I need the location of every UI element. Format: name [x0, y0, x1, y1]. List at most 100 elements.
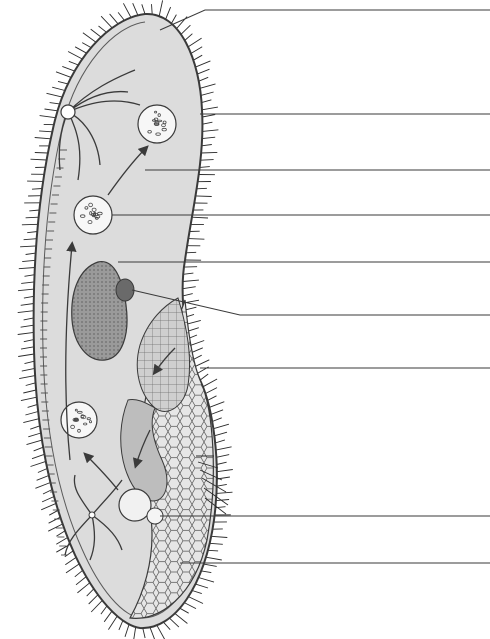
cilium: [196, 584, 209, 588]
cilium: [202, 137, 215, 138]
cilium: [68, 52, 82, 60]
food-vacuole-middle: [74, 196, 112, 234]
cilium: [211, 410, 223, 415]
cilium: [29, 210, 39, 211]
cilium: [50, 103, 60, 104]
cilium: [52, 87, 65, 90]
cilium: [205, 388, 217, 394]
cilium: [192, 217, 208, 218]
cilium: [191, 47, 202, 54]
cilium: [45, 109, 58, 111]
cilium: [35, 153, 48, 154]
cilium: [47, 93, 63, 97]
cilium: [35, 138, 51, 139]
cilium: [76, 577, 86, 585]
cilium: [199, 77, 208, 81]
cilium: [192, 591, 202, 594]
cilium: [196, 61, 211, 67]
cilium: [217, 470, 233, 472]
cilium: [197, 69, 209, 74]
cilium: [21, 282, 34, 284]
cilium: [23, 390, 36, 393]
cilium: [201, 160, 214, 161]
cilium: [26, 253, 36, 254]
cilium: [183, 287, 196, 289]
cilium: [207, 396, 216, 401]
cilium: [157, 625, 165, 639]
cilium: [69, 61, 79, 65]
cilium: [123, 3, 131, 17]
cilium: [110, 14, 119, 24]
cilium: [41, 503, 56, 509]
cilium: [18, 289, 34, 291]
cilium: [217, 462, 227, 464]
cilium: [166, 7, 171, 19]
cilium: [202, 122, 212, 124]
cilium: [30, 426, 40, 429]
cilium: [196, 196, 212, 197]
cilium: [213, 424, 229, 429]
cilium: [91, 600, 102, 612]
cilium: [169, 618, 179, 627]
cilium: [143, 628, 145, 638]
cilium: [193, 55, 202, 60]
cilium: [202, 130, 218, 132]
micronucleus: [116, 279, 134, 301]
cilium: [188, 38, 202, 47]
cilium: [24, 318, 34, 320]
cilium: [202, 107, 218, 110]
cilium: [25, 412, 38, 416]
cilium: [22, 224, 38, 225]
cilium: [19, 268, 35, 269]
cilium: [21, 347, 34, 349]
cilium: [87, 589, 94, 596]
cilium: [24, 296, 34, 298]
cilium: [26, 383, 36, 386]
cilium: [77, 583, 90, 593]
cilium: [25, 275, 35, 277]
cilium: [31, 159, 47, 160]
cilium: [185, 34, 193, 41]
cilium: [197, 188, 207, 189]
cilium: [24, 239, 37, 240]
cilium: [125, 624, 129, 637]
cilium: [214, 432, 227, 436]
cilium: [56, 538, 67, 545]
leader-line-1: [160, 10, 490, 30]
cilium: [133, 3, 138, 15]
cilium: [209, 402, 224, 408]
cilium: [200, 167, 210, 168]
cilium: [82, 43, 91, 48]
cilium: [37, 476, 49, 481]
cilium: [56, 531, 65, 536]
cilium: [201, 92, 214, 95]
cilium: [171, 15, 176, 24]
cilium: [91, 29, 101, 37]
cilium: [18, 354, 34, 357]
cilium: [62, 66, 74, 71]
cilium: [18, 332, 34, 334]
cilium: [99, 26, 107, 32]
cilium: [217, 484, 227, 486]
cilium: [31, 461, 46, 466]
cilium: [22, 260, 35, 261]
cilium: [66, 564, 79, 573]
cilium: [32, 189, 42, 190]
cilium: [21, 304, 34, 306]
cilium: [184, 603, 196, 609]
cilium: [101, 16, 112, 28]
cilium: [163, 622, 170, 630]
cilium: [28, 404, 38, 407]
cilium: [118, 12, 124, 20]
cilium: [150, 627, 155, 639]
cilium: [49, 517, 61, 523]
cilium: [21, 397, 37, 400]
cilium: [203, 379, 217, 387]
cilium: [28, 433, 41, 437]
cilium: [25, 361, 35, 363]
cilium: [89, 595, 98, 604]
cilium: [215, 440, 225, 443]
cilium: [40, 116, 56, 118]
cilium: [152, 4, 153, 14]
cilium: [23, 419, 39, 423]
